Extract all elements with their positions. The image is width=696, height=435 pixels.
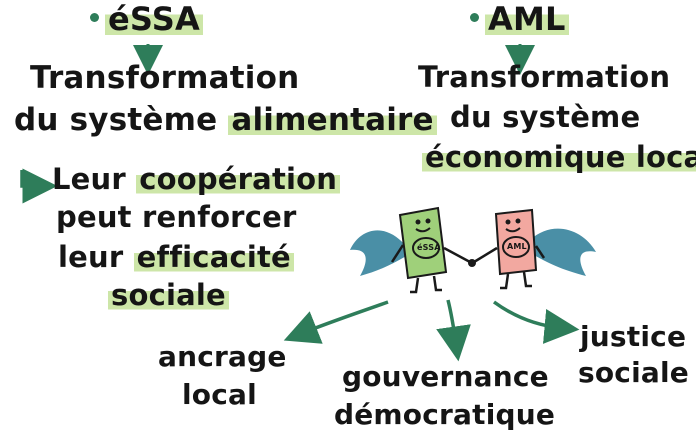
bullet-icon <box>470 12 479 22</box>
outcome-justice-l2: sociale <box>578 356 689 389</box>
arrow-to-gouvernance <box>436 299 471 362</box>
essa-line1: Transformation <box>30 60 300 96</box>
outcome-gouvernance-l1: gouvernance <box>342 360 549 393</box>
coop-line2: peut renforcer <box>56 200 297 234</box>
aml-character <box>473 208 546 290</box>
hook-arrow <box>20 168 58 204</box>
bullet-icon <box>90 12 99 22</box>
arrow-to-justice <box>492 300 580 344</box>
outcome-justice-l1: justice <box>580 320 687 353</box>
coop-line1: Leur coopération <box>52 162 341 196</box>
outcome-ancrage-l1: ancrage <box>158 340 287 373</box>
aml-wing <box>530 228 596 276</box>
aml-badge: AML <box>507 242 527 251</box>
aml-line1: Transformation <box>418 60 671 94</box>
arrow-to-ancrage <box>283 300 389 344</box>
coop-line4: sociale <box>108 278 229 312</box>
aml-title: AML <box>470 0 569 38</box>
essa-wing <box>350 230 408 276</box>
aml-line3: économique local <box>422 140 696 174</box>
essa-title: éSSA <box>90 0 203 38</box>
essa-line2: du système alimentaire <box>14 102 437 138</box>
essa-character <box>390 206 471 294</box>
handshake <box>468 259 476 267</box>
essa-badge: éSSA <box>417 243 441 252</box>
aml-line2: du système <box>450 100 641 134</box>
outcome-ancrage-l2: local <box>182 378 257 411</box>
coop-line3: leur efficacité <box>58 240 294 274</box>
outcome-gouvernance-l2: démocratique <box>334 398 556 431</box>
